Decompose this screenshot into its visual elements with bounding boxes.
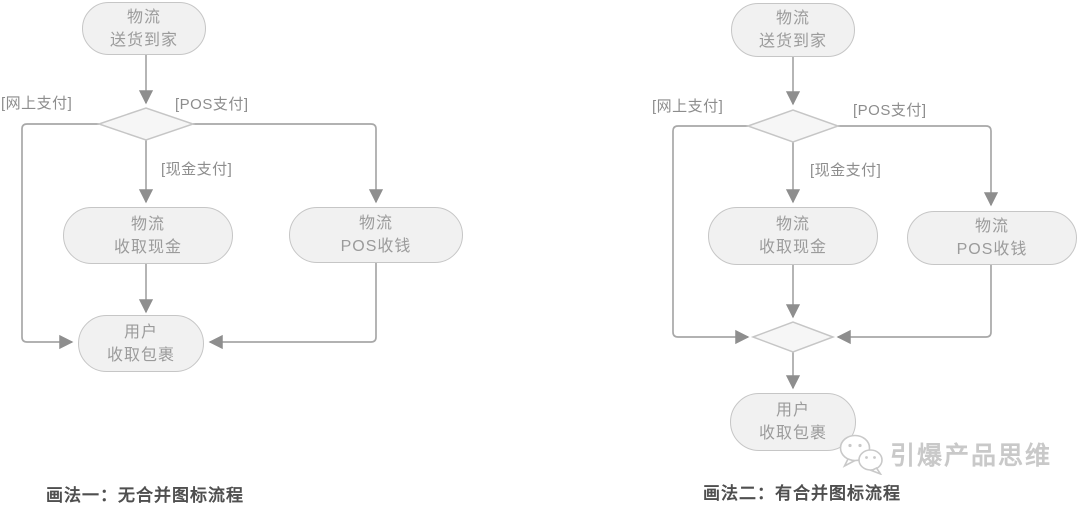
node-text-line: 物流 [775, 10, 810, 27]
edge-label-cash-payment-right: [现金支付] [810, 162, 882, 179]
node-logistics-collect-cash-left: 物流 收取现金 [63, 207, 233, 264]
wechat-icon [839, 434, 883, 475]
node-text-line: 物流 [358, 215, 393, 232]
node-logistics-pos-collect-left: 物流 POS收钱 [289, 207, 463, 263]
edge-label-pos-payment-left: [POS支付] [175, 96, 249, 113]
caption-method-one: 画法一：无合并图标流程 [46, 486, 244, 505]
connector-pos-payment-right [838, 125, 999, 207]
node-text-line: 收取包裹 [106, 346, 175, 364]
node-user-receive-package-left: 用户 收取包裹 [78, 315, 204, 372]
connector-pos-payment-left [193, 123, 384, 204]
node-text-line: 收取包裹 [758, 425, 827, 442]
connector-pos-to-user-left [208, 263, 377, 350]
connector-pos-to-merge-right [836, 265, 992, 345]
node-logistics-delivery-left: 物流 送货到家 [82, 2, 206, 55]
connector-online-payment-right [672, 125, 750, 345]
node-logistics-pos-collect-right: 物流 POS收钱 [907, 211, 1077, 265]
decision-diamond-right [745, 109, 841, 143]
node-text-line: 物流 [130, 215, 165, 233]
edge-label-online-payment-right: [网上支付] [652, 98, 724, 115]
node-text-line: POS收钱 [956, 241, 1028, 258]
node-text-line: POS收钱 [340, 238, 412, 255]
edge-label-online-payment-left: [网上支付] [1, 95, 73, 112]
node-text-line: 送货到家 [758, 33, 827, 50]
node-text-line: 送货到家 [109, 31, 178, 49]
connector-online-payment-left [21, 123, 99, 350]
watermark-text: 引爆产品思维 [890, 442, 1053, 470]
node-text-line: 收取现金 [113, 238, 182, 256]
caption-method-two: 画法二：有合并图标流程 [703, 484, 901, 503]
node-user-receive-package-right: 用户 收取包裹 [730, 393, 856, 451]
node-text-line: 用户 [775, 402, 810, 419]
decision-diamond-left [96, 107, 196, 141]
node-text-line: 物流 [126, 8, 161, 26]
edge-label-cash-payment-left: [现金支付] [161, 161, 233, 178]
node-text-line: 用户 [123, 323, 158, 341]
node-logistics-collect-cash-right: 物流 收取现金 [708, 207, 878, 265]
node-text-line: 物流 [974, 218, 1009, 235]
node-text-line: 物流 [775, 216, 810, 233]
merge-diamond-right [750, 321, 836, 353]
node-text-line: 收取现金 [758, 239, 827, 256]
node-logistics-delivery-right: 物流 送货到家 [731, 3, 855, 57]
edge-label-pos-payment-right: [POS支付] [853, 102, 927, 119]
watermark: 引爆产品思维 [838, 433, 1052, 475]
